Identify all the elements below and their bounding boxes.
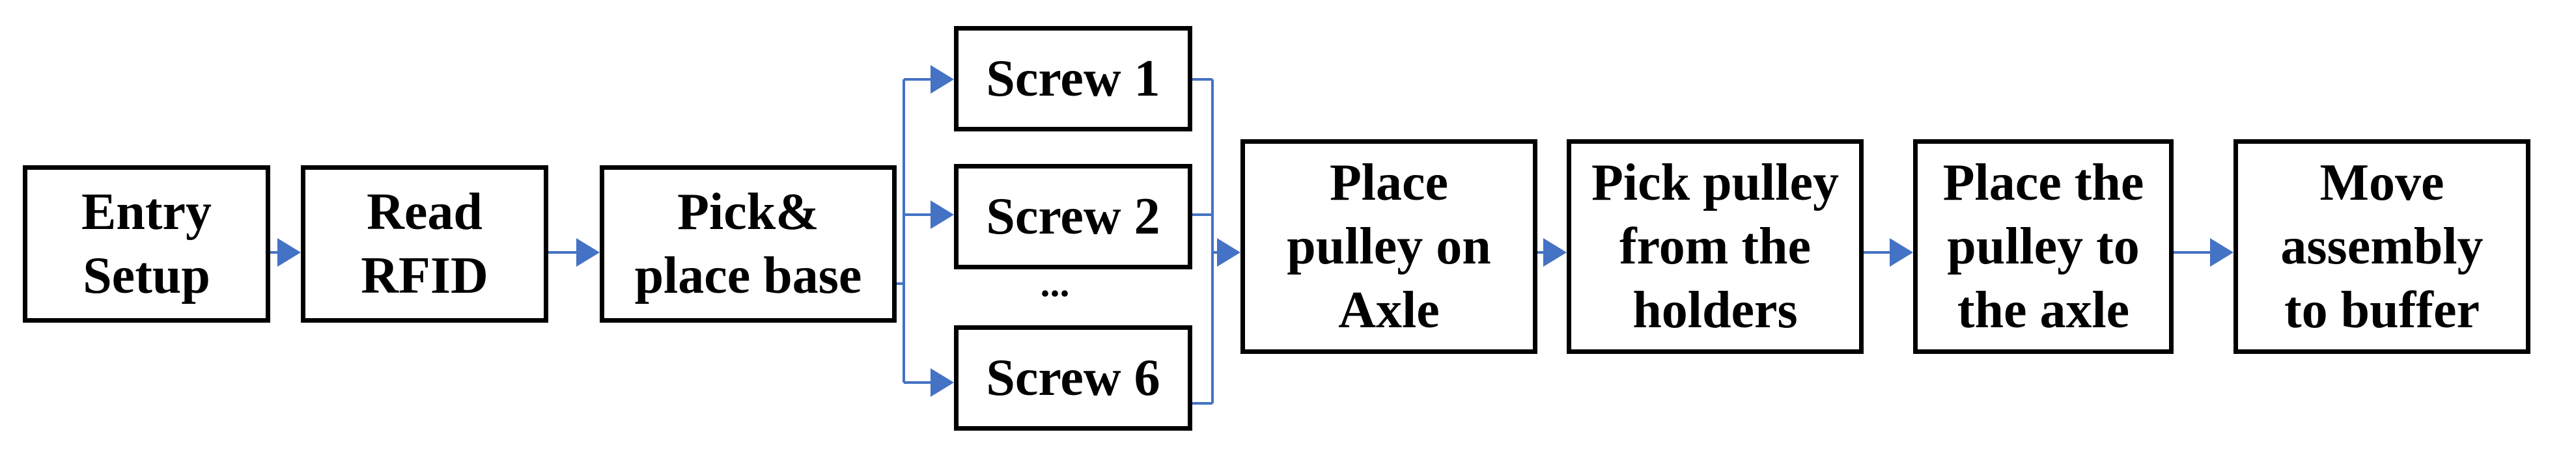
- step-label: Pick pulley from the holders: [1591, 154, 1840, 339]
- step-label: Move assembly to buffer: [2280, 154, 2484, 339]
- step-entry-setup: Entry Setup: [23, 165, 270, 323]
- step-pick-pulley: Pick pulley from the holders: [1567, 139, 1864, 354]
- step-label: Read RFID: [361, 183, 488, 304]
- step-screw-6: Screw 6: [954, 325, 1192, 431]
- step-label: Place pulley on Axle: [1287, 154, 1491, 339]
- connector-place-to-pick-pulley-arrowhead: [1543, 238, 1567, 267]
- step-pick-place-base: Pick& place base: [600, 165, 897, 323]
- step-label: Entry Setup: [81, 183, 212, 304]
- step-place-pulley-to-axle: Place the pulley to the axle: [1913, 139, 2174, 354]
- step-screw-1: Screw 1: [954, 26, 1192, 131]
- connector-to-screw-6-arrowhead: [931, 368, 954, 397]
- step-label: Place the pulley to the axle: [1942, 154, 2144, 339]
- step-label: Pick& place base: [634, 183, 862, 304]
- connector-entry-to-read-arrowhead: [277, 238, 301, 267]
- connector-read-to-pick-arrowhead: [576, 238, 600, 267]
- step-screw-2: Screw 2: [954, 164, 1192, 269]
- step-label: Screw 1: [986, 50, 1160, 107]
- connector-merge-to-place-pulley-arrowhead: [1217, 238, 1240, 267]
- connector-to-screw-1-arrowhead: [931, 65, 954, 94]
- step-move-assembly: Move assembly to buffer: [2233, 139, 2530, 354]
- connector-to-screw-2-arrowhead: [931, 200, 954, 229]
- connector-pick-pulley-to-place-axle-arrowhead: [1890, 238, 1913, 267]
- step-label: Screw 2: [986, 188, 1160, 245]
- connector-place-axle-to-move-arrowhead: [2210, 238, 2233, 267]
- step-label: Screw 6: [986, 349, 1160, 407]
- screw-ellipsis: ...: [1040, 262, 1070, 304]
- step-read-rfid: Read RFID: [301, 165, 548, 323]
- step-place-pulley-on-axle: Place pulley on Axle: [1240, 139, 1537, 354]
